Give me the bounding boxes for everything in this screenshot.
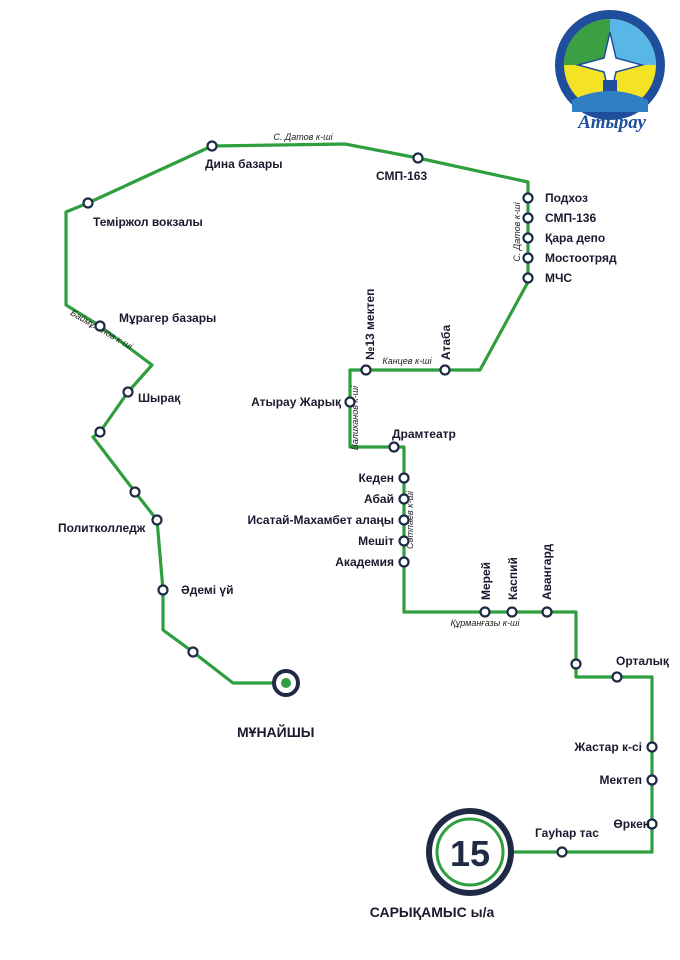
stop-label: СМП-163 xyxy=(376,169,427,183)
stop-avangard[interactable] xyxy=(541,606,553,618)
stop-politkolledzh[interactable] xyxy=(151,514,163,526)
stop-gaukhar-tas[interactable] xyxy=(556,846,568,858)
stop-label: Атырау Жарық xyxy=(251,395,341,409)
stop-label: Исатай-Махамбет алаңы xyxy=(247,513,394,527)
route-line xyxy=(64,142,654,854)
stop-label: Теміржол вокзалы xyxy=(93,215,203,229)
stop-label: Авангард xyxy=(540,543,554,600)
stop-kara-depo[interactable] xyxy=(522,232,534,244)
stop-mektep[interactable] xyxy=(646,774,658,786)
terminus-inner-dot xyxy=(281,678,291,688)
stop-label: СМП-136 xyxy=(545,211,596,225)
stop-label: МЧС xyxy=(545,271,572,285)
stop-akademiya[interactable] xyxy=(398,556,410,568)
stop-label: Абай xyxy=(364,492,394,506)
street-label: Сәтпаев к-ші xyxy=(405,490,415,549)
street-label: С. Датов к-ші xyxy=(512,201,522,261)
stop-label: Кеден xyxy=(358,471,394,485)
stop-label: Атаба xyxy=(439,325,453,360)
stop-label: Мостоотряд xyxy=(545,251,617,265)
stop-unnamed[interactable] xyxy=(129,486,141,498)
stop-ademi-ui[interactable] xyxy=(157,584,169,596)
stop-merei[interactable] xyxy=(479,606,491,618)
stop-label: Қара депо xyxy=(545,231,605,245)
stop-label: Драмтеатр xyxy=(392,427,456,441)
stop-dina-bazary[interactable] xyxy=(206,140,218,152)
stop-label: Орталық xyxy=(616,654,669,668)
stop-abai[interactable] xyxy=(398,493,410,505)
stop-label: Шырақ xyxy=(138,391,180,405)
terminus-start-label: МҰНАЙШЫ xyxy=(237,723,315,740)
stop-isatai-makhambet[interactable] xyxy=(398,514,410,526)
stop-label: Әдемі үй xyxy=(181,583,233,597)
stop-label: Жастар к-сі xyxy=(573,740,642,754)
stop-orken[interactable] xyxy=(646,818,658,830)
stop-label: Дина базары xyxy=(205,157,282,171)
stop-label: Мұрагер базары xyxy=(119,311,216,325)
stop-unnamed[interactable] xyxy=(570,658,582,670)
stop-muragher-bazary[interactable] xyxy=(94,320,106,332)
stop-zhastar[interactable] xyxy=(646,741,658,753)
stop-label: Политколледж xyxy=(58,521,146,535)
stop-13-mektep[interactable] xyxy=(360,364,372,376)
stop-label: Өркен xyxy=(613,817,650,831)
stop-dramteatr[interactable] xyxy=(388,441,400,453)
stop-label: Академия xyxy=(335,555,394,569)
emblem-text: Атырау xyxy=(577,112,646,133)
stop-unnamed[interactable] xyxy=(94,426,106,438)
stop-label: Подхоз xyxy=(545,191,588,205)
stop-mchs[interactable] xyxy=(522,272,534,284)
stop-unnamed[interactable] xyxy=(187,646,199,658)
stop-meshit[interactable] xyxy=(398,535,410,547)
stop-smp-163[interactable] xyxy=(412,152,424,164)
stop-label: Мектеп xyxy=(600,773,642,787)
stop-label: Каспий xyxy=(506,557,520,600)
stop-kaspii[interactable] xyxy=(506,606,518,618)
street-label: Канцев к-ші xyxy=(382,356,432,366)
route-number-badge[interactable]: 15 xyxy=(426,808,514,896)
stop-ataba[interactable] xyxy=(439,364,451,376)
stop-ortalyk[interactable] xyxy=(611,671,623,683)
terminus-end-label: САРЫҚАМЫС ы/а xyxy=(370,904,495,920)
stop-keden[interactable] xyxy=(398,472,410,484)
route-number: 15 xyxy=(450,833,490,874)
stop-smp-136[interactable] xyxy=(522,212,534,224)
stop-label: Гауһар тас xyxy=(535,826,599,840)
stop-shyrak[interactable] xyxy=(122,386,134,398)
street-label: Валиханов к-ші xyxy=(350,385,360,450)
stop-podkhoz[interactable] xyxy=(522,192,534,204)
stop-temirzhol-vokzaly[interactable] xyxy=(82,197,94,209)
street-label: С. Датов к-ші xyxy=(273,132,333,142)
stop-label: Мешіт xyxy=(358,534,394,548)
stop-mostootryad[interactable] xyxy=(522,252,534,264)
atyrau-emblem-icon: Атырау xyxy=(555,10,665,133)
street-label: Құрманғазы к-ші xyxy=(450,618,520,628)
stop-label: Мерей xyxy=(479,562,493,600)
stop-label: №13 мектеп xyxy=(363,289,377,360)
stop-atyrau-zharyk[interactable] xyxy=(344,396,356,408)
